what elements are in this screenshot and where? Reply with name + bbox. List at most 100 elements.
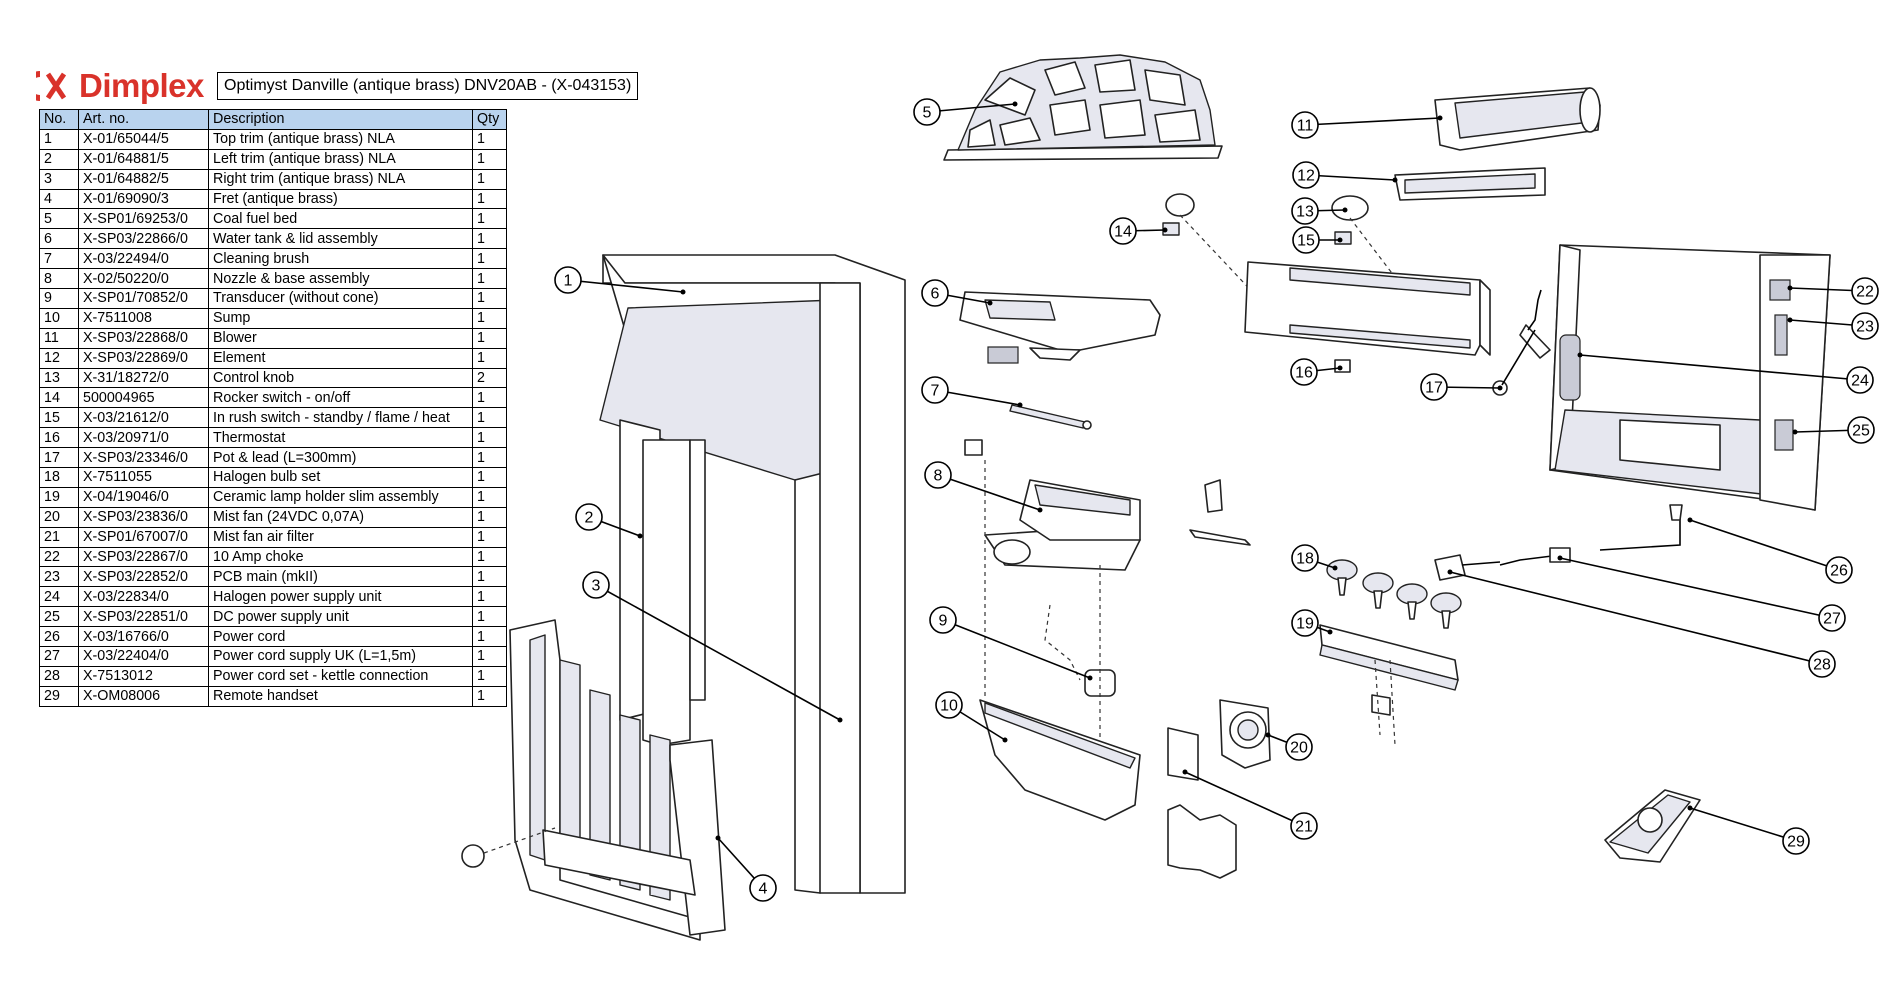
dimplex-logo-icon — [36, 71, 67, 101]
cell-art-no: X-SP01/69253/0 — [78, 208, 209, 230]
callout-circle — [1292, 226, 1320, 254]
cell-art-no: X-31/18272/0 — [78, 367, 209, 389]
callout-16: 16 — [1290, 358, 1318, 386]
brand-name: Dimplex — [79, 67, 204, 104]
callout-number: 17 — [1425, 380, 1443, 397]
cell-description: Rocker switch - on/off — [208, 387, 473, 409]
callout-circle — [921, 279, 949, 307]
leader-dot-27 — [1557, 555, 1563, 561]
callout-8: 8 — [924, 461, 952, 489]
leader-dot-6 — [987, 300, 993, 306]
cell-description: Power cord supply UK (L=1,5m) — [208, 646, 473, 667]
cell-no: 12 — [39, 347, 79, 369]
leader-dot-9 — [1087, 675, 1093, 681]
cell-art-no: X-03/16766/0 — [78, 626, 209, 648]
cell-description: DC power supply unit — [208, 606, 473, 628]
leader-dot-10 — [1002, 737, 1008, 743]
callout-circle — [924, 461, 952, 489]
callout-circle — [1292, 161, 1320, 189]
leader-line-28 — [1449, 571, 1823, 665]
callout-circle — [1285, 733, 1313, 761]
leader-line-27 — [1559, 557, 1833, 619]
callout-6: 6 — [921, 279, 949, 307]
power-cords-drawing — [1434, 504, 1683, 581]
callout-number: 2 — [585, 510, 594, 527]
callout-number: 19 — [1296, 616, 1314, 633]
callout-25: 25 — [1847, 416, 1875, 444]
callout-number: 13 — [1296, 204, 1314, 221]
leader-dot-26 — [1687, 517, 1693, 523]
leader-dot-14 — [1162, 227, 1168, 233]
callout-4: 4 — [749, 874, 777, 902]
leader-line-5 — [926, 103, 1016, 113]
leader-line-24 — [1579, 354, 1861, 381]
cell-description: Left trim (antique brass) NLA — [208, 148, 473, 170]
callout-20: 20 — [1285, 733, 1313, 761]
cell-art-no: X-01/69090/3 — [78, 188, 209, 210]
callout-21: 21 — [1290, 812, 1318, 840]
leader-dot-3 — [837, 717, 843, 723]
callout-number: 15 — [1297, 233, 1315, 250]
callout-circle — [1290, 358, 1318, 386]
cell-no: 13 — [39, 367, 79, 389]
callout-circle — [1782, 827, 1810, 855]
leader-dot-25 — [1792, 429, 1798, 435]
leader-dot-28 — [1447, 569, 1453, 575]
leader-dot-13 — [1342, 207, 1348, 213]
transducer-drawing — [1044, 604, 1116, 697]
leader-dot-8 — [1037, 507, 1043, 513]
cell-art-no: X-7511008 — [78, 307, 209, 329]
leader-line-9 — [942, 619, 1091, 679]
water-tank-drawing — [959, 291, 1161, 364]
lamp-holder-drawing — [1319, 624, 1459, 746]
callout-number: 25 — [1852, 423, 1870, 440]
callout-23: 23 — [1851, 312, 1879, 340]
callout-number: 24 — [1851, 373, 1869, 390]
cell-art-no: X-03/21612/0 — [78, 407, 209, 429]
cell-description: Power cord set - kettle connection — [208, 665, 473, 687]
callout-circle — [1291, 544, 1319, 572]
cell-art-no: X-03/20971/0 — [78, 427, 209, 449]
cell-no: 24 — [39, 586, 79, 608]
callout-circle — [1808, 650, 1836, 678]
callout-number: 18 — [1296, 551, 1314, 568]
cell-art-no: X-01/64882/5 — [78, 168, 209, 190]
callout-18: 18 — [1291, 544, 1319, 572]
cell-description: Remote handset — [208, 685, 473, 707]
cell-art-no: X-SP03/22869/0 — [78, 347, 209, 369]
callout-circle — [913, 98, 941, 126]
callout-10: 10 — [935, 691, 963, 719]
leader-dot-5 — [1012, 101, 1018, 107]
cell-art-no: X-SP03/22852/0 — [78, 566, 209, 588]
callout-number: 28 — [1813, 657, 1831, 674]
leader-dot-20 — [1265, 732, 1271, 738]
cell-description: Mist fan air filter — [208, 526, 473, 548]
callout-7: 7 — [921, 376, 949, 404]
cell-description: Right trim (antique brass) NLA — [208, 168, 473, 190]
leader-dot-17 — [1497, 385, 1503, 391]
callout-number: 3 — [592, 578, 601, 595]
leader-line-21 — [1184, 771, 1305, 827]
leader-line-11 — [1304, 117, 1441, 126]
leader-dot-7 — [1017, 402, 1023, 408]
callout-circle — [1851, 277, 1879, 305]
sump-drawing — [979, 460, 1141, 821]
cell-no: 25 — [39, 606, 79, 628]
callout-circle — [749, 874, 777, 902]
callout-12: 12 — [1292, 161, 1320, 189]
callout-circle — [1290, 812, 1318, 840]
callout-circle — [554, 266, 582, 294]
cell-no: 29 — [39, 685, 79, 707]
callout-circle — [1291, 111, 1319, 139]
coal-fuel-bed-drawing — [943, 54, 1223, 161]
callout-3: 3 — [582, 571, 610, 599]
callout-circle — [1846, 366, 1874, 394]
